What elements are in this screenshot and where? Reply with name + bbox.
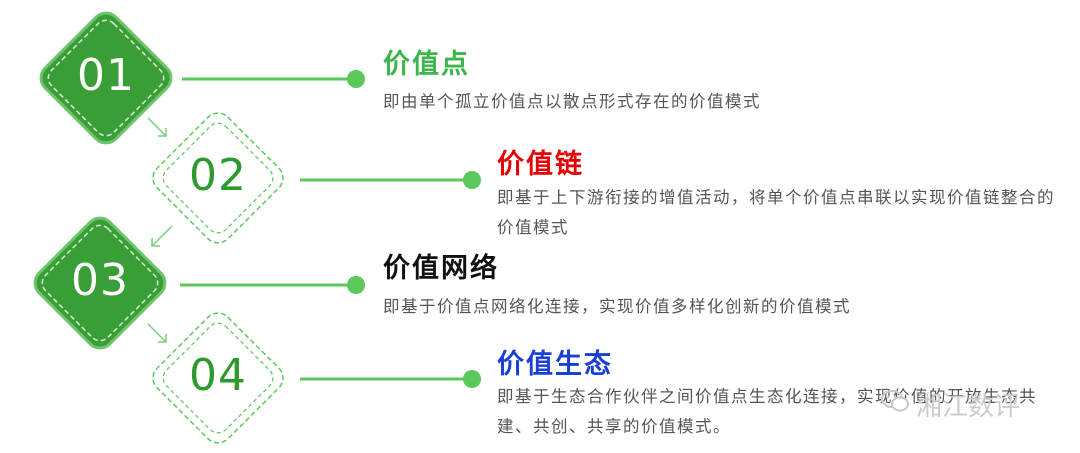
diamond-02 xyxy=(152,112,284,244)
connector-arrow-2 xyxy=(151,225,173,247)
step-title-03: 价值网络 xyxy=(383,253,499,284)
diamond-03 xyxy=(33,216,167,350)
step-number-03: 03 xyxy=(71,255,129,306)
step-title-01: 价值点 xyxy=(383,49,470,80)
step-desc-03: 即基于价值点网络化连接，实现价值多样化创新的价值模式 xyxy=(383,297,851,316)
step-number-04: 04 xyxy=(189,350,247,401)
connector-arrow-3 xyxy=(147,323,167,343)
leader-line-01 xyxy=(182,70,365,88)
step-desc-01: 即由单个孤立价值点以散点形式存在的价值模式 xyxy=(383,92,761,111)
leader-line-04 xyxy=(300,370,481,388)
step-title-02: 价值链 xyxy=(497,149,584,180)
watermark-text: 湘江数评 xyxy=(916,392,1021,422)
step-number-01: 01 xyxy=(77,50,135,101)
diamond-01 xyxy=(39,11,173,145)
leader-line-03 xyxy=(180,276,365,294)
watermark: 湘江数评 xyxy=(880,386,1020,423)
leader-line-02 xyxy=(300,171,481,189)
step-number-02: 02 xyxy=(189,150,247,201)
step-title-04: 价值生态 xyxy=(497,349,613,380)
connector-arrow-1 xyxy=(147,117,167,137)
wechat-icon xyxy=(880,388,910,421)
diamond-04 xyxy=(152,312,284,444)
step-desc-02: 即基于上下游衔接的增值活动，将单个价值点串联以实现价值链整合的价值模式 xyxy=(497,188,1055,237)
